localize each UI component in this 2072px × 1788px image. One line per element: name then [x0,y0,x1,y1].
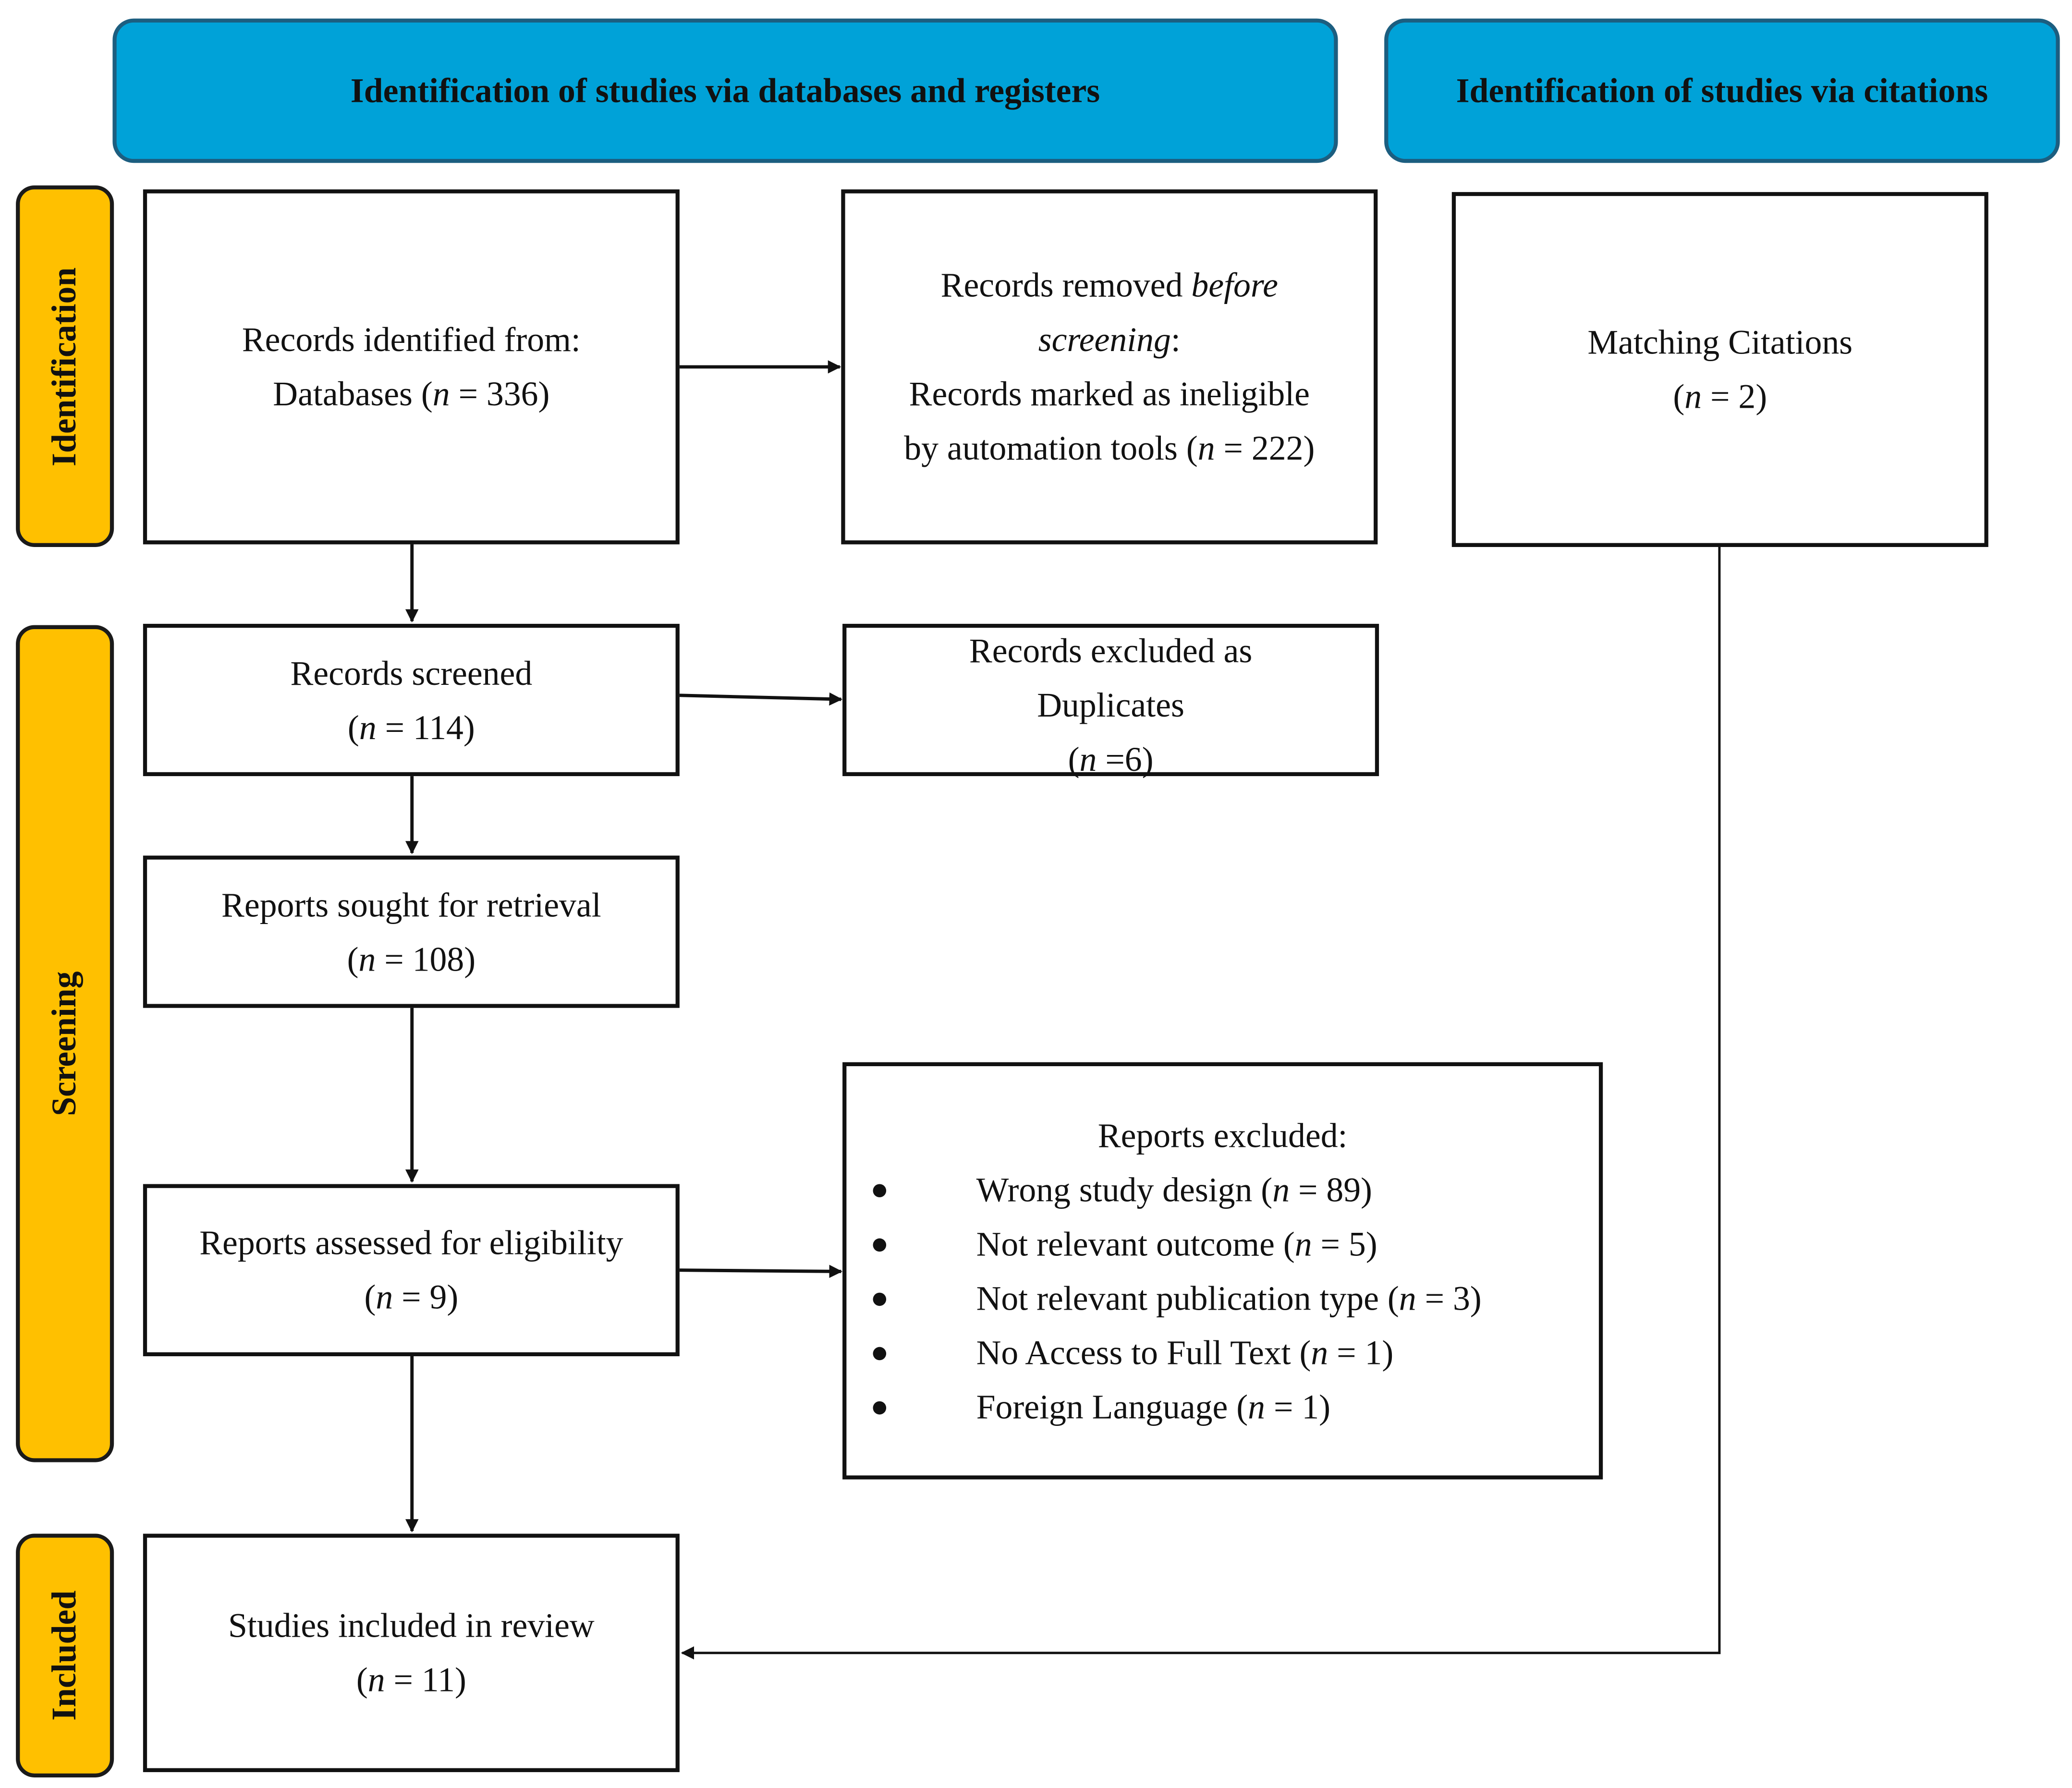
bullet-icon [873,1346,887,1360]
reports-assessed-line2: (n = 9) [364,1278,459,1317]
header-databases-registers: Identification of studies via databases … [112,18,1338,163]
records-removed-line4: by automation tools (n = 222) [904,429,1315,468]
reports-assessed-box: Reports assessed for eligibility (n = 9) [143,1184,680,1356]
bullet-icon [873,1400,887,1414]
studies-included-box: Studies included in review (n = 11) [143,1533,680,1772]
reports-assessed-line1: Reports assessed for eligibility [199,1224,623,1263]
records-screened-box: Records screened (n = 114) [143,623,680,777]
records-removed-line1: Records removed before [940,266,1278,305]
arrow-screened-to-excluded [679,692,843,706]
records-excluded-line1: Records excluded as [969,632,1253,670]
reports-sought-line1: Reports sought for retrieval [221,885,601,924]
reports-excluded-title: Reports excluded: [1097,1116,1348,1155]
reports-sought-box: Reports sought for retrieval (n = 108) [143,855,680,1008]
bullet-icon [873,1292,887,1305]
header-citations-label: Identification of studies via citations [1456,71,1988,109]
phase-included: Included [16,1533,114,1777]
records-excluded-line2: Duplicates [1037,686,1184,725]
records-removed-box: Records removed before screening: Record… [841,189,1378,545]
reports-sought-line2: (n = 108) [347,939,476,978]
reports-excluded-item: Not relevant outcome (n = 5) [846,1216,1599,1271]
arrow-citations-to-included [681,547,1721,1660]
matching-citations-line2: (n = 2) [1673,377,1767,416]
header-databases-label: Identification of studies via databases … [350,71,1100,109]
bullet-icon [873,1238,887,1251]
records-screened-line1: Records screened [290,653,533,692]
header-citations: Identification of studies via citations [1384,18,2060,163]
records-excluded-box: Records excluded as Duplicates (n =6) [842,623,1379,779]
matching-citations-box: Matching Citations (n = 2) [1451,192,1988,547]
phase-identification: Identification [16,185,114,547]
records-removed-line3: Records marked as ineligible [909,375,1310,414]
reports-excluded-item: Wrong study design (n = 89) [846,1162,1599,1216]
reports-excluded-item: No Access to Full Text (n = 1) [846,1325,1599,1379]
bullet-icon [873,1183,887,1197]
phase-screening: Screening [16,625,114,1462]
reports-excluded-list: Wrong study design (n = 89) Not relevant… [846,1162,1599,1434]
reports-excluded-box: Reports excluded: Wrong study design (n … [842,1062,1603,1480]
studies-included-line2: (n = 11) [356,1661,466,1700]
studies-included-line1: Studies included in review [228,1606,595,1645]
reports-excluded-item: Not relevant publication type (n = 3) [846,1271,1599,1325]
matching-citations-line1: Matching Citations [1587,323,1853,362]
records-identified-line2: Databases (n = 336) [273,375,550,414]
arrow-assessed-to-reports-excluded [679,1265,843,1278]
records-excluded-line3: (n =6) [1068,740,1154,779]
reports-excluded-item: Foreign Language (n = 1) [846,1379,1599,1434]
records-identified-box: Records identified from: Databases (n = … [143,189,680,545]
records-removed-line2: screening: [1038,320,1181,359]
records-screened-line2: (n = 114) [347,708,475,747]
records-identified-line1: Records identified from: [242,320,581,359]
